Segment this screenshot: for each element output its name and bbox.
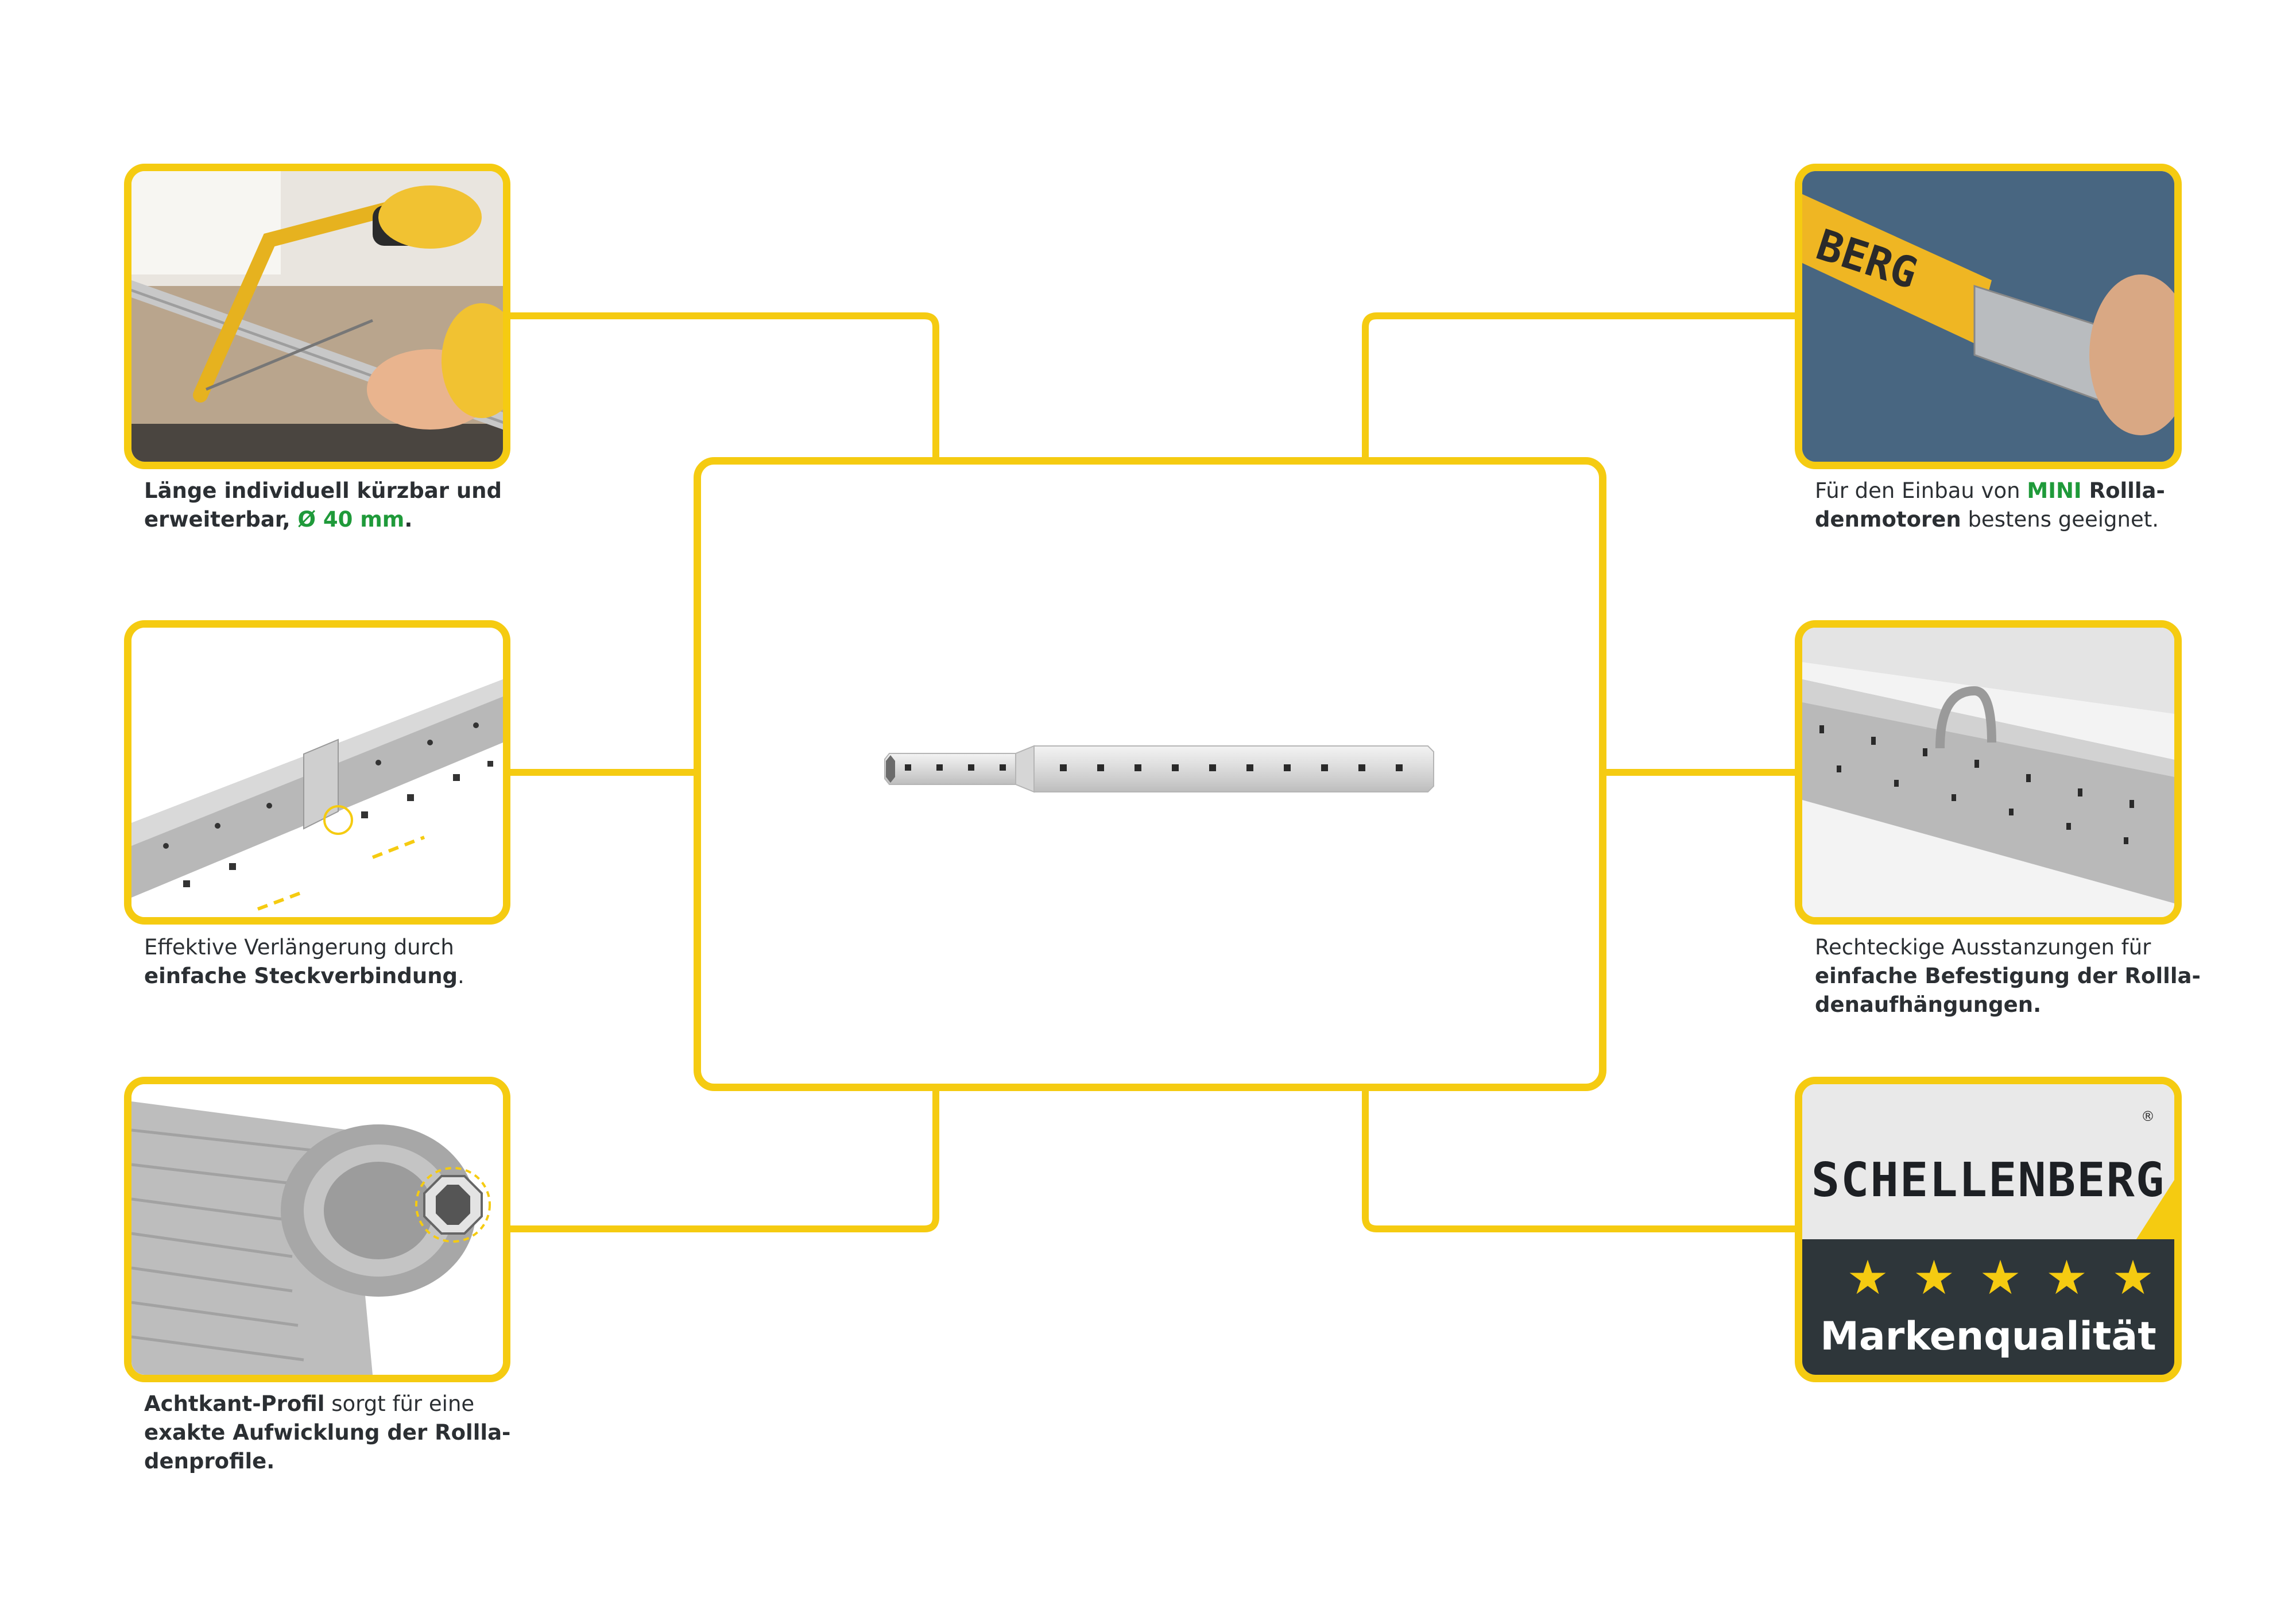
motor-insert-photo: BERG (1795, 164, 2182, 469)
octagon-roll-photo (124, 1077, 510, 1382)
tube-punch-photo (1795, 620, 2182, 925)
feature-caption-octagon: Achtkant-Profil sorgt für eine exakte Au… (144, 1391, 511, 1474)
feature-caption-length: Länge individuell kürzbar und erweiterba… (144, 478, 502, 532)
tube-connection-photo (124, 620, 510, 925)
rating-stars-icon: ★★★★★ (1846, 1251, 2178, 1305)
brand-name: SCHELLENBERG (1811, 1153, 2166, 1208)
feature-caption-mini-motor: Für den Einbau von MINI Rollla- denmotor… (1815, 478, 2165, 532)
registered-mark: ® (2141, 1108, 2155, 1124)
saw-cutting-photo (124, 164, 510, 469)
brand-quality-badge: ® SCHELLENBERG ★★★★★ Markenqualität (1795, 1077, 2182, 1382)
feature-caption-punch: Rechteckige Ausstanzungen für einfache B… (1815, 935, 2201, 1017)
octagon-shaft-image (884, 745, 1434, 793)
quality-label: Markenqualität (1820, 1314, 2156, 1359)
center-product-frame (694, 457, 1606, 1091)
feature-caption-extension: Effektive Verlängerung durch einfache St… (144, 935, 464, 988)
